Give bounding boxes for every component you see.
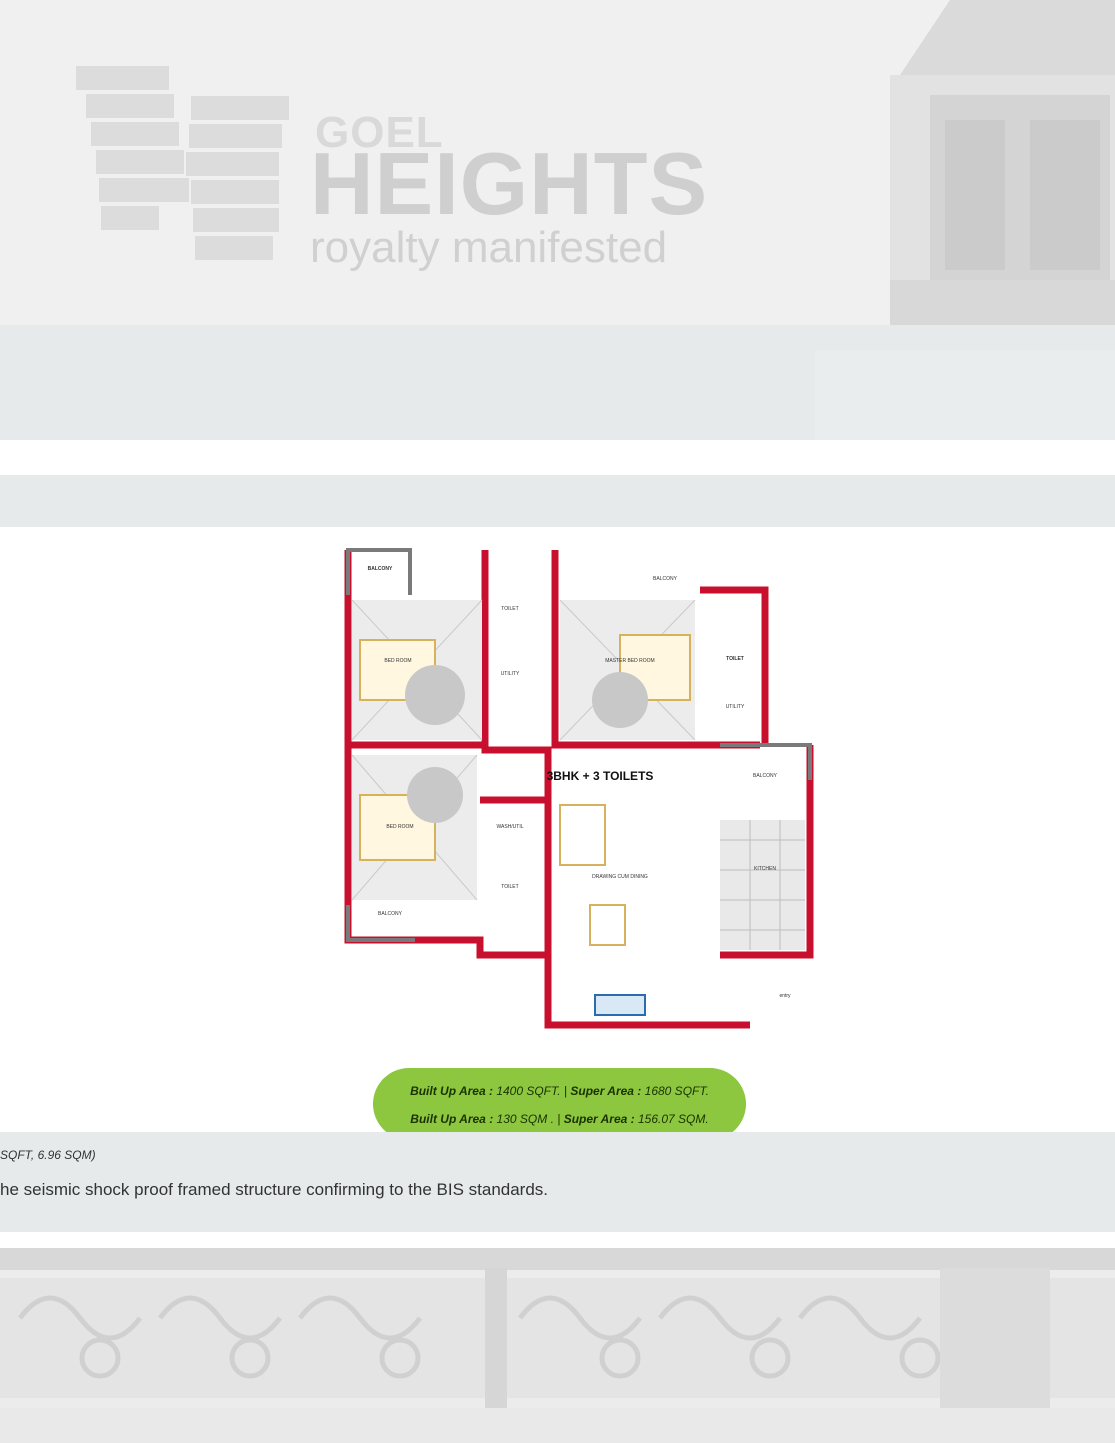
label-entry: entry bbox=[779, 993, 791, 999]
area-line-sqft: Built Up Area : 1400 SQFT. | Super Area … bbox=[410, 1084, 709, 1098]
label-toilet-2: TOILET bbox=[726, 656, 744, 662]
area-line-sqm: Built Up Area : 130 SQM . | Super Area :… bbox=[410, 1112, 709, 1126]
label-master-bedroom: MASTER BED ROOM bbox=[605, 658, 654, 664]
label-bedroom-1: BED ROOM bbox=[384, 658, 411, 664]
label-toilet-3: TOILET bbox=[501, 884, 518, 890]
area-summary-pill: Built Up Area : 1400 SQFT. | Super Area … bbox=[373, 1068, 746, 1140]
goel-heights-logo bbox=[74, 64, 291, 262]
brand-heights: HEIGHTS bbox=[310, 134, 709, 233]
note-area-fragment: SQFT, 6.96 SQM) bbox=[0, 1148, 96, 1162]
label-balcony-3: BALCONY bbox=[753, 773, 778, 779]
label-balcony-1: BALCONY bbox=[368, 566, 393, 572]
note-structure: he seismic shock proof framed structure … bbox=[0, 1180, 549, 1199]
label-bedroom-2: BED ROOM bbox=[386, 824, 413, 830]
footer-railing bbox=[0, 1248, 1115, 1443]
label-utility-1: UTILITY bbox=[501, 671, 520, 677]
sub-band bbox=[0, 475, 1115, 527]
label-balcony-4: BALCONY bbox=[378, 911, 403, 917]
label-utility-2: UTILITY bbox=[726, 704, 745, 710]
building-illustration bbox=[890, 0, 1115, 325]
header-banner: GOEL HEIGHTS royalty manifested bbox=[0, 0, 1115, 325]
label-toilet-1: TOILET bbox=[501, 606, 518, 612]
label-balcony-2: BALCONY bbox=[653, 576, 678, 582]
brand-goel: GOEL bbox=[315, 108, 444, 157]
notes-band bbox=[0, 1132, 1115, 1232]
label-drawing-dining: DRAWING CUM DINING bbox=[592, 874, 648, 880]
brand-tagline: royalty manifested bbox=[310, 223, 668, 272]
plan-heading: 3BHK + 3 TOILETS bbox=[547, 769, 654, 783]
floor-plan: BALCONY BED ROOM TOILET UTILITY MASTER B… bbox=[344, 548, 814, 1029]
label-kitchen: KITCHEN bbox=[754, 866, 776, 872]
menu-band-right bbox=[815, 350, 1115, 440]
label-wash-utility: WASH/UTIL bbox=[496, 824, 523, 830]
